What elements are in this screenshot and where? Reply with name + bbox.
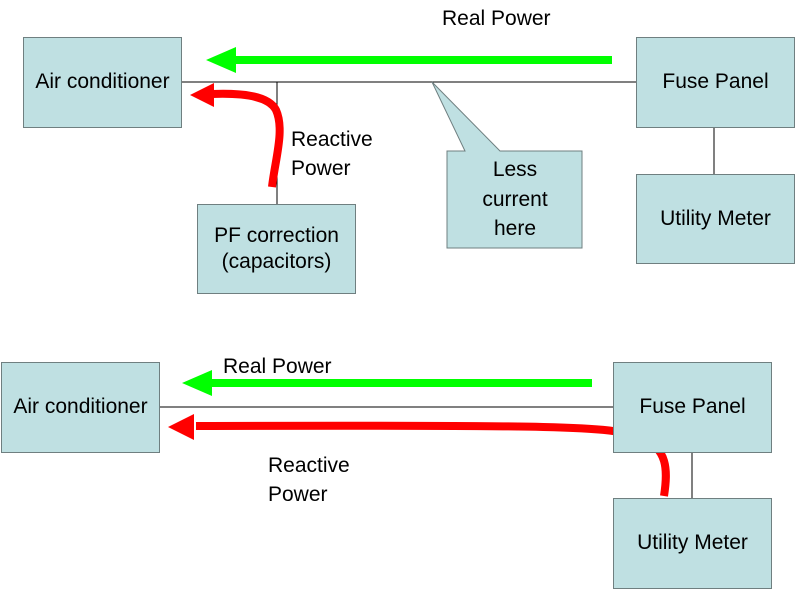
callout-line2: current <box>482 187 548 211</box>
top-air-conditioner-label: Air conditioner <box>35 70 170 94</box>
bottom-utility-meter-box: Utility Meter <box>613 498 772 589</box>
top-utility-meter-label: Utility Meter <box>660 206 771 230</box>
bottom-air-conditioner-box: Air conditioner <box>1 362 160 453</box>
top-utility-meter-box: Utility Meter <box>636 174 795 264</box>
callout-line3: here <box>493 217 537 241</box>
bottom-reactive-power-arrow <box>168 414 670 497</box>
callout-bubble <box>431 81 583 249</box>
callout-line1: Less <box>492 158 538 182</box>
bottom-fuse-panel-label: Fuse Panel <box>639 395 746 419</box>
top-reactive-power-line2: Power <box>291 157 351 181</box>
top-air-conditioner-box: Air conditioner <box>23 37 182 128</box>
bottom-real-power-label: Real Power <box>223 355 332 378</box>
top-real-power-label: Real Power <box>442 7 551 30</box>
bottom-real-power-arrow <box>182 370 592 396</box>
callout-text: Less current here <box>447 151 583 248</box>
top-fuse-panel-label: Fuse Panel <box>662 70 769 94</box>
bottom-utility-meter-label: Utility Meter <box>637 531 748 555</box>
bottom-reactive-power-label: Reactive Power <box>268 451 350 510</box>
bottom-reactive-power-line2: Power <box>268 483 328 507</box>
top-reactive-power-arrow <box>190 83 284 188</box>
pf-correction-box: PF correction (capacitors) <box>197 204 356 294</box>
bottom-fuse-panel-box: Fuse Panel <box>613 362 772 453</box>
pf-correction-label-line2: (capacitors) <box>221 250 332 273</box>
top-reactive-power-label: Reactive Power <box>291 125 373 184</box>
bottom-reactive-power-line1: Reactive <box>268 454 350 477</box>
bottom-air-conditioner-label: Air conditioner <box>13 395 148 419</box>
top-real-power-arrow <box>206 47 612 73</box>
top-reactive-power-line1: Reactive <box>291 128 373 151</box>
top-fuse-panel-box: Fuse Panel <box>636 37 795 128</box>
pf-correction-label-line1: PF correction <box>214 223 339 247</box>
